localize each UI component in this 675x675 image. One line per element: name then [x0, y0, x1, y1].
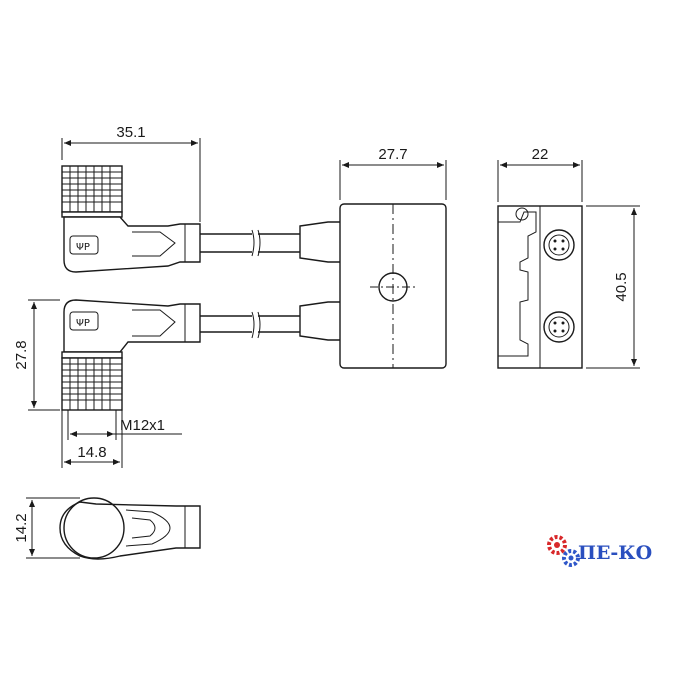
dim-label-m12x1: M12x1: [120, 417, 165, 434]
top-angled-connector: ΨP: [61, 165, 345, 273]
bottom-angled-connector: ΨP: [61, 299, 345, 411]
dim-label-27-7: 27.7: [378, 146, 407, 163]
port-lower: [543, 311, 575, 343]
logo-text: ПЕ-КО: [578, 542, 652, 564]
svg-text:ΨP: ΨP: [76, 242, 90, 253]
dim-label-40-5: 40.5: [613, 272, 630, 301]
distributor-box-side: [497, 205, 583, 369]
dim-label-14-8: 14.8: [77, 444, 106, 461]
dimension-lines: [26, 138, 640, 559]
dim-label-22: 22: [532, 146, 549, 163]
dim-label-35-1: 35.1: [116, 124, 145, 141]
dim-label-14-2: 14.2: [13, 513, 30, 542]
peko-logo: ПЕ-КО: [547, 535, 652, 567]
connector-top-view: [59, 497, 201, 560]
gear-icon: [547, 535, 580, 567]
svg-text:ΨP: ΨP: [76, 318, 90, 329]
dim-label-27-8: 27.8: [13, 340, 30, 369]
port-upper: [543, 229, 575, 261]
distributor-box-front: [339, 203, 447, 369]
